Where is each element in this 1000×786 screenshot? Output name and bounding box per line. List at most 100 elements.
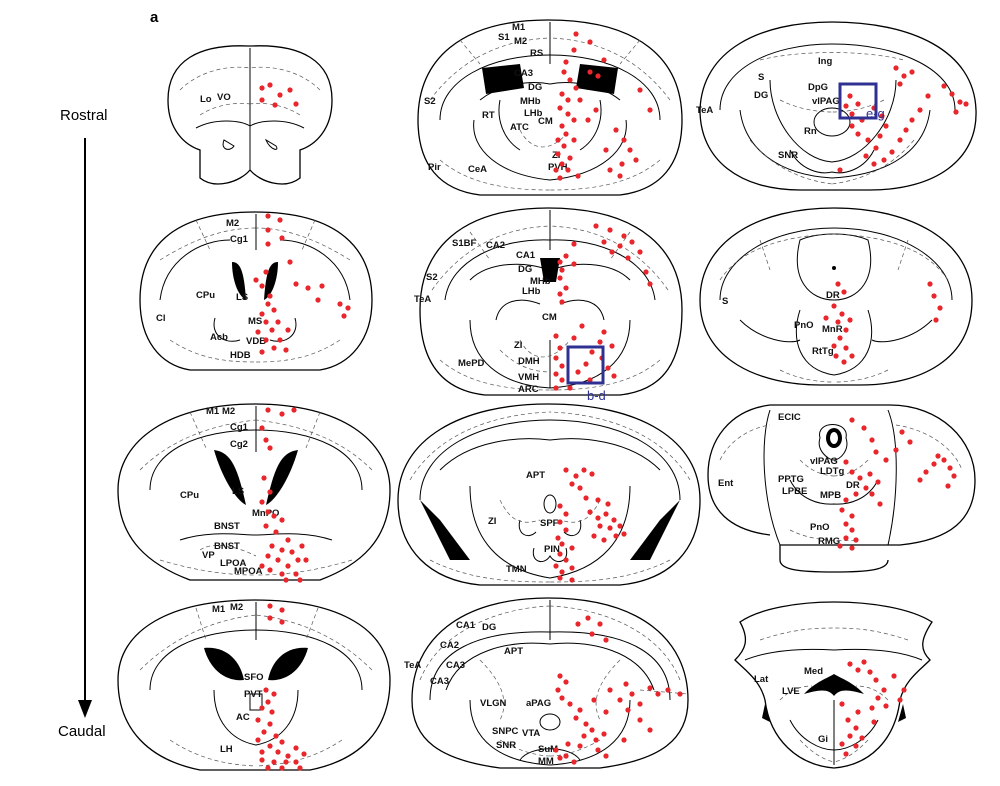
labeled-cell-dot bbox=[589, 349, 595, 355]
region-label: Ent bbox=[718, 478, 734, 489]
labeled-cell-dot bbox=[567, 77, 573, 83]
labeled-cell-dot bbox=[563, 59, 569, 65]
labeled-cell-dot bbox=[837, 167, 843, 173]
labeled-cell-dot bbox=[293, 281, 299, 287]
labeled-cell-dot bbox=[255, 737, 261, 743]
labeled-cell-dot bbox=[595, 515, 601, 521]
region-label: VDB bbox=[246, 336, 266, 347]
labeled-cell-dot bbox=[557, 503, 563, 509]
region-label: ATC bbox=[510, 122, 529, 133]
labeled-cell-dot bbox=[897, 81, 903, 87]
labeled-cell-dot bbox=[611, 373, 617, 379]
labeled-cell-dot bbox=[869, 491, 875, 497]
labeled-cell-dot bbox=[855, 667, 861, 673]
labeled-cell-dot bbox=[261, 475, 267, 481]
labeled-cell-dot bbox=[917, 107, 923, 113]
labeled-cell-dot bbox=[953, 109, 959, 115]
labeled-cell-dot bbox=[849, 545, 855, 551]
labeled-cell-dot bbox=[843, 751, 849, 757]
rostral-caudal-axis: Rostral Caudal bbox=[58, 107, 108, 740]
region-label: Lat bbox=[754, 674, 769, 685]
region-label: aPAG bbox=[526, 698, 551, 709]
labeled-cell-dot bbox=[289, 549, 295, 555]
labeled-cell-dot bbox=[839, 701, 845, 707]
labeled-cell-dot bbox=[315, 297, 321, 303]
labeled-cell-dot bbox=[623, 681, 629, 687]
region-label: SuM bbox=[538, 744, 558, 755]
region-label: DG bbox=[754, 90, 768, 101]
region-label: Pir bbox=[428, 162, 441, 173]
labeled-cell-dot bbox=[259, 425, 265, 431]
labeled-cell-dot bbox=[865, 137, 871, 143]
labeled-cell-dot bbox=[923, 469, 929, 475]
region-label: CA3 bbox=[446, 660, 465, 671]
labeled-cell-dot bbox=[607, 227, 613, 233]
labeled-cell-dot bbox=[301, 751, 307, 757]
labeled-cell-dot bbox=[843, 459, 849, 465]
caudal-label: Caudal bbox=[58, 723, 106, 740]
labeled-cell-dot bbox=[941, 83, 947, 89]
labeled-cell-dot bbox=[849, 527, 855, 533]
labeled-cell-dot bbox=[565, 167, 571, 173]
labeled-cell-dot bbox=[259, 499, 265, 505]
labeled-cell-dot bbox=[609, 343, 615, 349]
section-s4: M1 M2 SFO PVT AC LH bbox=[117, 599, 391, 771]
labeled-cell-dot bbox=[559, 123, 565, 129]
labeled-cell-dot bbox=[563, 679, 569, 685]
labeled-cell-dot bbox=[293, 571, 299, 577]
region-label: M1 bbox=[512, 22, 526, 33]
labeled-cell-dot bbox=[883, 457, 889, 463]
labeled-cell-dot bbox=[823, 315, 829, 321]
labeled-cell-dot bbox=[843, 521, 849, 527]
labeled-cell-dot bbox=[561, 143, 567, 149]
labeled-cell-group bbox=[553, 31, 653, 181]
region-label: MPOA bbox=[234, 566, 263, 577]
labeled-cell-dot bbox=[603, 147, 609, 153]
labeled-cell-dot bbox=[255, 717, 261, 723]
labeled-cell-dot bbox=[571, 261, 577, 267]
labeled-cell-dot bbox=[853, 725, 859, 731]
labeled-cell-dot bbox=[619, 161, 625, 167]
labeled-cell-dot bbox=[891, 673, 897, 679]
labeled-cell-dot bbox=[267, 445, 273, 451]
labeled-cell-dot bbox=[925, 93, 931, 99]
labeled-cell-dot bbox=[901, 687, 907, 693]
labeled-cell-dot bbox=[839, 311, 845, 317]
region-label: DG bbox=[518, 264, 532, 275]
labeled-cell-dot bbox=[267, 82, 273, 88]
region-label: M2 bbox=[222, 406, 235, 417]
labeled-cell-dot bbox=[271, 759, 277, 765]
labeled-cell-dot bbox=[575, 369, 581, 375]
region-label: Rn bbox=[804, 126, 817, 137]
labeled-cell-dot bbox=[279, 235, 285, 241]
section-s12: Med Lat LVE Gi bbox=[734, 601, 933, 769]
labeled-cell-dot bbox=[293, 101, 299, 107]
region-label: DR bbox=[826, 290, 840, 301]
labeled-cell-dot bbox=[867, 669, 873, 675]
region-label: DpG bbox=[808, 82, 828, 93]
region-label: Lo bbox=[200, 94, 212, 105]
labeled-cell-group bbox=[837, 65, 969, 173]
region-label: PnO bbox=[794, 320, 814, 331]
labeled-cell-dot bbox=[337, 301, 343, 307]
region-label: SFO bbox=[244, 672, 264, 683]
labeled-cell-dot bbox=[263, 437, 269, 443]
highlight-box-b-d bbox=[566, 345, 605, 385]
labeled-cell-dot bbox=[579, 323, 585, 329]
labeled-cell-dot bbox=[603, 511, 609, 517]
labeled-cell-dot bbox=[271, 513, 277, 519]
region-label: PVH bbox=[548, 162, 568, 173]
labeled-cell-dot bbox=[585, 615, 591, 621]
labeled-cell-dot bbox=[575, 173, 581, 179]
labeled-cell-dot bbox=[259, 85, 265, 91]
region-label: ARC bbox=[518, 384, 539, 395]
labeled-cell-dot bbox=[563, 285, 569, 291]
labeled-cell-dot bbox=[835, 319, 841, 325]
labeled-cell-dot bbox=[263, 687, 269, 693]
labeled-cell-dot bbox=[629, 239, 635, 245]
region-label: S1 bbox=[498, 32, 510, 43]
labeled-cell-dot bbox=[559, 91, 565, 97]
labeled-cell-dot bbox=[285, 327, 291, 333]
labeled-cell-dot bbox=[563, 527, 569, 533]
labeled-cell-dot bbox=[595, 497, 601, 503]
